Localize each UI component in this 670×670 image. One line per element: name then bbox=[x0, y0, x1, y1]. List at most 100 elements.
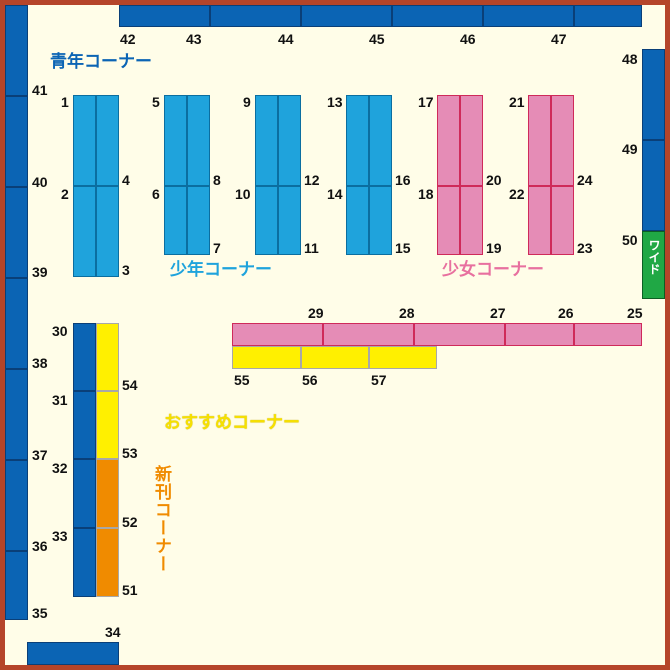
shelf-number-42: 42 bbox=[120, 31, 136, 47]
shelf-7[interactable] bbox=[187, 186, 210, 255]
shelf-number-31: 31 bbox=[52, 392, 68, 408]
shelf-number-46: 46 bbox=[460, 31, 476, 47]
shelf-number-4: 4 bbox=[122, 172, 130, 188]
shelf-10[interactable] bbox=[255, 186, 278, 255]
shelf-34[interactable] bbox=[27, 642, 119, 665]
shelf-18[interactable] bbox=[437, 186, 460, 255]
osusume-corner-label: おすすめコーナー bbox=[164, 413, 300, 432]
shelf-54[interactable] bbox=[96, 323, 119, 391]
shelf-number-50: 50 bbox=[622, 232, 638, 248]
shelf-number-18: 18 bbox=[418, 186, 434, 202]
shelf-42[interactable] bbox=[119, 5, 210, 27]
shelf-number-8: 8 bbox=[213, 172, 221, 188]
shelf-3[interactable] bbox=[96, 186, 119, 277]
shelf-38[interactable] bbox=[5, 278, 28, 369]
shelf-6[interactable] bbox=[164, 186, 187, 255]
shelf-number-15: 15 bbox=[395, 240, 411, 256]
shelf-number-40: 40 bbox=[32, 174, 48, 190]
shelf-30[interactable] bbox=[73, 323, 96, 391]
shelf-number-17: 17 bbox=[418, 94, 434, 110]
shelf-number-48: 48 bbox=[622, 51, 638, 67]
shelf-37[interactable] bbox=[5, 369, 28, 460]
shelf-32[interactable] bbox=[73, 459, 96, 528]
shelf-25[interactable] bbox=[574, 323, 642, 346]
shelf-17[interactable] bbox=[437, 95, 460, 186]
shelf-number-45: 45 bbox=[369, 31, 385, 47]
shelf-56[interactable] bbox=[301, 346, 369, 369]
shelf-number-12: 12 bbox=[304, 172, 320, 188]
shelf-12[interactable] bbox=[278, 95, 301, 186]
shelf-43[interactable] bbox=[210, 5, 301, 27]
shelf-46[interactable] bbox=[483, 5, 574, 27]
shelf-number-21: 21 bbox=[509, 94, 525, 110]
shelf-15[interactable] bbox=[369, 186, 392, 255]
shelf-26[interactable] bbox=[505, 323, 574, 346]
shelf-41[interactable] bbox=[5, 5, 28, 96]
shelf-number-5: 5 bbox=[152, 94, 160, 110]
shelf-20[interactable] bbox=[460, 95, 483, 186]
shelf-number-3: 3 bbox=[122, 262, 130, 278]
shelf-number-24: 24 bbox=[577, 172, 593, 188]
shelf-number-28: 28 bbox=[399, 305, 415, 321]
shelf-11[interactable] bbox=[278, 186, 301, 255]
shelf-number-44: 44 bbox=[278, 31, 294, 47]
wide-label: ワイド bbox=[647, 239, 661, 275]
shelf-36[interactable] bbox=[5, 460, 28, 551]
shelf-27[interactable] bbox=[414, 323, 505, 346]
shelf-49[interactable] bbox=[642, 140, 665, 231]
shelf-52[interactable] bbox=[96, 459, 119, 528]
shelf-48[interactable] bbox=[642, 49, 665, 140]
shelf-2[interactable] bbox=[73, 186, 96, 277]
shelf-number-37: 37 bbox=[32, 447, 48, 463]
shelf-45[interactable] bbox=[392, 5, 483, 27]
shelf-31[interactable] bbox=[73, 391, 96, 459]
shelf-33[interactable] bbox=[73, 528, 96, 597]
shelf-number-29: 29 bbox=[308, 305, 324, 321]
seinen-corner-label: 青年コーナー bbox=[50, 52, 152, 71]
shelf-number-39: 39 bbox=[32, 264, 48, 280]
shelf-47[interactable] bbox=[574, 5, 642, 27]
shelf-number-56: 56 bbox=[302, 372, 318, 388]
shelf-24[interactable] bbox=[551, 95, 574, 186]
shelf-19[interactable] bbox=[460, 186, 483, 255]
shelf-1[interactable] bbox=[73, 95, 96, 186]
shelf-53[interactable] bbox=[96, 391, 119, 459]
shelf-number-51: 51 bbox=[122, 582, 138, 598]
shelf-29[interactable] bbox=[232, 323, 323, 346]
shelf-44[interactable] bbox=[301, 5, 392, 27]
shelf-number-26: 26 bbox=[558, 305, 574, 321]
shelf-number-10: 10 bbox=[235, 186, 251, 202]
shelf-55[interactable] bbox=[232, 346, 301, 369]
shelf-5[interactable] bbox=[164, 95, 187, 186]
shelf-13[interactable] bbox=[346, 95, 369, 186]
shelf-number-36: 36 bbox=[32, 538, 48, 554]
shelf-9[interactable] bbox=[255, 95, 278, 186]
shelf-57[interactable] bbox=[369, 346, 437, 369]
shelf-21[interactable] bbox=[528, 95, 551, 186]
shelf-number-33: 33 bbox=[52, 528, 68, 544]
shelf-40[interactable] bbox=[5, 96, 28, 187]
shelf-number-47: 47 bbox=[551, 31, 567, 47]
shelf-number-53: 53 bbox=[122, 445, 138, 461]
shelf-number-52: 52 bbox=[122, 514, 138, 530]
shelf-51[interactable] bbox=[96, 528, 119, 597]
shelf-number-2: 2 bbox=[61, 186, 69, 202]
shonen-corner-label: 少年コーナー bbox=[170, 260, 272, 279]
shelf-4[interactable] bbox=[96, 95, 119, 186]
shelf-number-27: 27 bbox=[490, 305, 506, 321]
shelf-number-6: 6 bbox=[152, 186, 160, 202]
shelf-number-22: 22 bbox=[509, 186, 525, 202]
shelf-number-16: 16 bbox=[395, 172, 411, 188]
shelf-35[interactable] bbox=[5, 551, 28, 620]
wide-shelf[interactable] bbox=[642, 231, 665, 299]
shelf-number-30: 30 bbox=[52, 323, 68, 339]
shelf-28[interactable] bbox=[323, 323, 414, 346]
shelf-16[interactable] bbox=[369, 95, 392, 186]
shelf-23[interactable] bbox=[551, 186, 574, 255]
shelf-39[interactable] bbox=[5, 187, 28, 278]
shelf-14[interactable] bbox=[346, 186, 369, 255]
shelf-number-19: 19 bbox=[486, 240, 502, 256]
shelf-22[interactable] bbox=[528, 186, 551, 255]
shelf-8[interactable] bbox=[187, 95, 210, 186]
